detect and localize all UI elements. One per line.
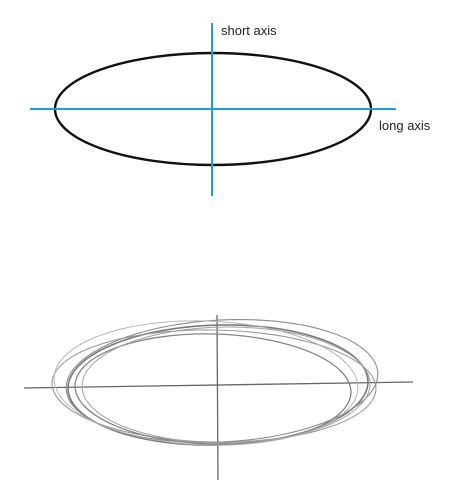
sketch-ellipse-stroke [53,320,359,446]
long-axis-label: long axis [379,118,431,133]
sketched-ellipse-figure [23,314,414,481]
clean-ellipse-figure: short axis long axis [30,23,431,196]
sketch-ellipse-stroke [51,329,377,443]
sketch-short-axis-line [216,314,219,481]
sketch-ellipse-stroke [81,326,371,444]
short-axis-label: short axis [221,23,277,38]
sketch-ellipse-stroke [65,318,379,444]
sketch-ellipse-stroke [74,333,352,445]
sketch-long-axis-line [23,381,414,389]
